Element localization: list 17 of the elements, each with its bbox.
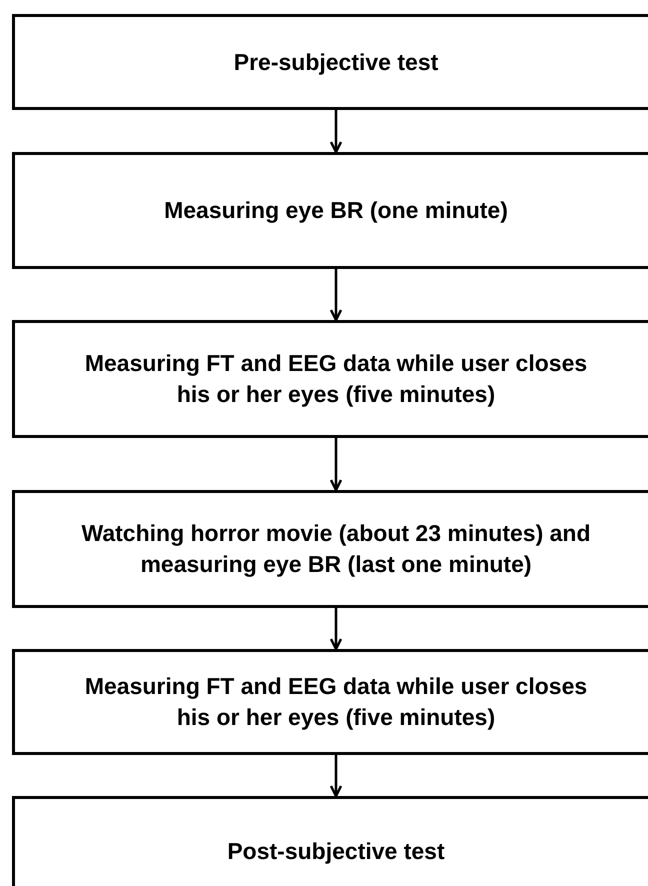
- arrow: [330, 438, 342, 492]
- arrow: [330, 608, 342, 650]
- step-text: Post-subjective test: [226, 836, 446, 866]
- arrow: [330, 269, 342, 322]
- process-box: [12, 649, 648, 755]
- process-box: [12, 152, 648, 269]
- step-text: Measuring FT and EEG data while user closes his or her eyes (five minutes): [84, 672, 588, 732]
- step-text: Pre-subjective test: [232, 48, 440, 77]
- process-box: [12, 796, 648, 886]
- process-box: [12, 320, 648, 438]
- step-text: Measuring eye BR (one minute): [163, 196, 509, 225]
- process-box: [12, 14, 648, 110]
- process-box: [12, 490, 648, 608]
- step-text: Measuring FT and EEG data while user closes his or her eyes (five minutes): [84, 349, 588, 409]
- arrow: [330, 755, 342, 798]
- arrow: [330, 110, 342, 154]
- step-text: Watching horror movie (about 23 minutes) and measuring eye BR (last one minute): [80, 519, 592, 579]
